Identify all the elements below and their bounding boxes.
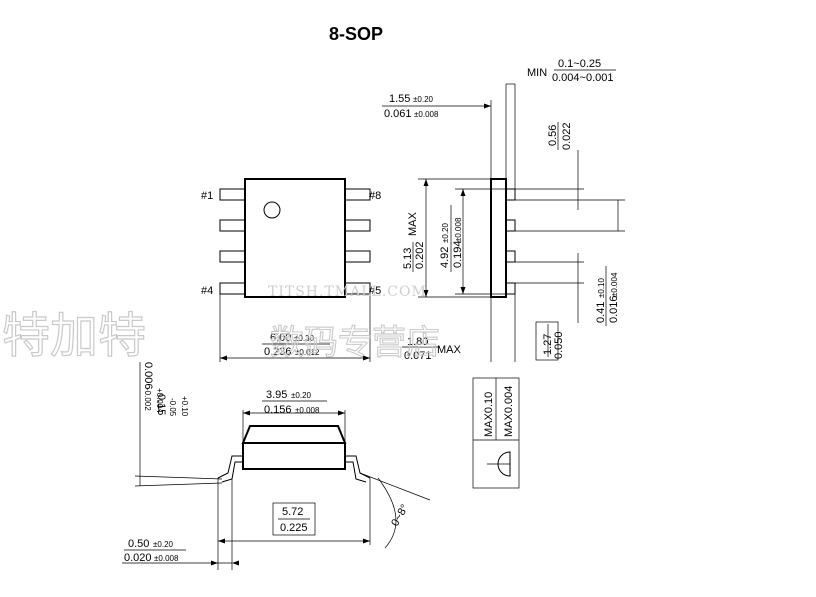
lead-width-in: 0.016 [608,295,620,323]
height-in-tol: ±0.008 [454,217,463,242]
lead-span-in: 0.225 [280,522,308,534]
thickness-in: 0.071 [404,350,432,362]
lead-width-in-tol: ±0.004 [610,272,619,297]
pin-label-8: #8 [369,190,381,202]
max-height-in: 0.202 [414,241,426,269]
max-height-mm: 5.13 [402,248,414,269]
body-length-mm-tol: ±0.20 [413,95,434,104]
thickness-max: MAX [437,344,462,356]
body-length-in: 0.061 [384,108,412,120]
foot-mm: 0.50 [128,538,149,550]
flatness-mm: MAX0.10 [483,392,495,437]
top-view: #1 #8 #4 #5 6.00 ±0.30 0.236 ±0.012 [201,178,381,362]
lead-pitch-a-in: 0.022 [561,122,573,150]
width-in: 0.236 [264,346,292,358]
pin-label-1: #1 [201,190,213,202]
min-in: 0.004~0.001 [552,72,613,84]
lead-left-2 [219,219,246,232]
lead-width-mm: 0.41 [595,302,607,323]
height-mm: 4.92 [439,247,451,268]
coplanarity-symbol-icon [497,451,511,477]
flatness-in: MAX0.004 [503,386,515,437]
body-width-in-tol: ±0.008 [295,406,320,415]
watermark: 特加特 数码专营店 TITSH.TMALL.COM [1,284,440,365]
lead-thk-mm-tol-b: -0.05 [168,398,177,417]
lead-right-5 [344,282,371,295]
watermark-sub: 数码专营店 [270,323,440,363]
pin1-marker-icon [263,201,281,219]
body-width-in: 0.156 [264,404,292,416]
lead-thk-mm: 0.15 [155,394,167,415]
pin-label-4: #4 [201,285,213,297]
lead-thk-in-tol-a: +0.004 [155,388,164,413]
width-in-tol: ±0.012 [295,348,320,357]
lead-pitch-a-mm: 0.56 [547,125,559,146]
pitch-in: 0.050 [553,331,565,359]
side-view: 5.13 0.202 MAX 4.92 ±0.20 0.194 ±0.008 1… [382,58,625,489]
lead-thk-in: 0.006 [142,362,154,390]
angle-label: 0~8° [389,503,411,529]
watermark-url: TITSH.TMALL.COM [268,284,427,300]
lead-thk-mm-tol-a: +0.10 [180,396,189,417]
height-mm-tol: ±0.20 [441,222,450,243]
lead-right-6 [344,250,371,263]
end-view: 3.95 ±0.20 0.156 ±0.008 5.72 0.225 0.50 … [122,362,431,570]
min-label: MIN [527,67,547,79]
width-mm-tol: ±0.30 [294,334,315,343]
min-mm: 0.1~0.25 [558,58,601,70]
width-mm: 6.00 [270,332,291,344]
pin-label-5: #5 [369,285,381,297]
foot-in-tol: ±0.008 [154,554,179,563]
body-width-mm-tol: ±0.20 [291,391,312,400]
max-height-label: MAX [407,212,419,237]
body-width-mm: 3.95 [266,389,287,401]
package-title: 8-SOP [329,24,383,44]
lead-left-1 [219,188,246,201]
end-view-body-top [241,425,347,444]
foot-in: 0.020 [124,552,152,564]
lead-width-mm-tol: ±0.10 [597,277,606,298]
pitch-box [535,321,559,361]
thickness-mm: 1.80 [407,336,428,348]
body-length-mm: 1.55 [389,93,410,105]
lead-right-8 [344,188,371,201]
side-view-body [490,178,507,298]
end-view-body [242,442,346,470]
watermark-main: 特加特 [2,308,146,364]
lead-span-mm: 5.72 [282,506,303,518]
lead-left-3 [219,250,246,263]
body-length-in-tol: ±0.008 [414,110,439,119]
lead-thk-in-tol-b: -0.002 [143,388,152,411]
lead-right-7 [344,219,371,232]
foot-mm-tol: ±0.20 [153,540,174,549]
top-view-body [244,178,346,298]
lead-left-4 [219,282,246,295]
lead-span-box [272,502,316,536]
height-in: 0.194 [452,240,464,268]
